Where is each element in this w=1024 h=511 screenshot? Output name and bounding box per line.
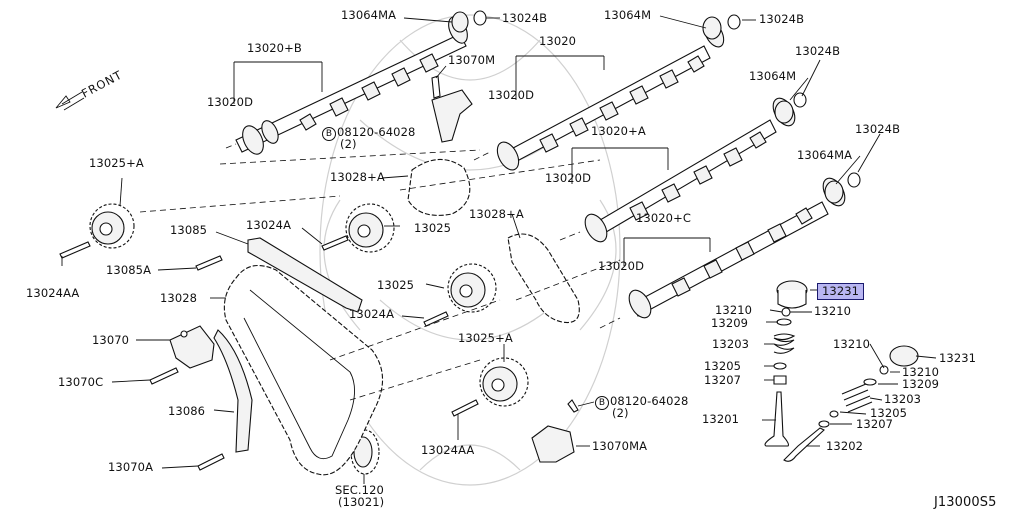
sprocket-13025A-lower — [479, 357, 529, 407]
label-13020: 13020 — [539, 34, 577, 48]
label-13205-a: 13205 — [704, 359, 742, 373]
timing-chain-13028 — [223, 264, 384, 476]
camshaft-brackets — [451, 10, 861, 204]
label-13024AA-2: 13024AA — [421, 443, 475, 457]
tensioner-13070M — [431, 89, 473, 143]
label-13020D-1: 13020D — [207, 95, 254, 109]
label-13201: 13201 — [702, 412, 740, 426]
label-13025-2: 13025 — [377, 278, 415, 292]
label-13024B-top2: 13024B — [759, 12, 805, 26]
watermark-emblem — [319, 14, 621, 486]
diagram-code: J13000S5 — [934, 495, 997, 510]
label-13231-highlighted[interactable]: 13231 — [817, 283, 865, 300]
label-13203-b: 13203 — [884, 392, 922, 406]
label-13210-c: 13210 — [833, 337, 871, 351]
label-13203-a: 13203 — [712, 337, 750, 351]
chain-13028A-upper — [407, 158, 471, 216]
label-13207-b: 13207 — [856, 417, 894, 431]
label-13025A-1: 13025+A — [89, 156, 144, 170]
label-13209-a: 13209 — [711, 316, 749, 330]
label-13070M: 13070M — [448, 53, 496, 67]
label-08120-qty-lower: (2) — [612, 406, 629, 420]
leader-lines — [61, 15, 937, 484]
label-13028A-1: 13028+A — [330, 170, 385, 184]
label-13202: 13202 — [826, 439, 864, 453]
bolt-b-icon: B — [595, 396, 609, 410]
label-13210-d: 13210 — [902, 365, 940, 379]
label-sec120: SEC.120 — [335, 483, 384, 497]
label-13020D-3: 13020D — [545, 171, 592, 185]
label-13024A-1: 13024A — [246, 218, 292, 232]
label-13210-b: 13210 — [814, 304, 852, 318]
label-08120-64028-lower-text: 08120-64028 — [610, 394, 689, 408]
label-13064MA-r: 13064MA — [797, 148, 853, 162]
label-13025A-2: 13025+A — [458, 331, 513, 345]
label-13020D-4: 13020D — [598, 259, 645, 273]
label-13085: 13085 — [170, 223, 208, 237]
label-08120-64028-upper-text: 08120-64028 — [337, 125, 416, 139]
label-13020C: 13020+C — [636, 211, 691, 225]
tensioner-13070MA — [531, 425, 575, 463]
label-13024B-r1: 13024B — [795, 44, 841, 58]
label-13024B-top1: 13024B — [502, 11, 548, 25]
label-13210-a: 13210 — [715, 303, 753, 317]
sprocket-13025A-upper — [89, 203, 135, 249]
chain-guide-13085 — [247, 237, 363, 313]
label-13207-a: 13207 — [704, 373, 742, 387]
label-13205-b: 13205 — [870, 406, 908, 420]
label-13025-1: 13025 — [414, 221, 452, 235]
bolts — [59, 75, 579, 471]
label-13064M-top: 13064M — [604, 8, 652, 22]
label-08120-qty-upper: (2) — [340, 137, 357, 151]
label-13209-b: 13209 — [902, 377, 940, 391]
front-arrow-icon — [55, 91, 85, 111]
label-sec120-ref: (13021) — [338, 495, 385, 509]
label-13028A-2: 13028+A — [469, 207, 524, 221]
label-13070: 13070 — [92, 333, 130, 347]
label-13024B-r2: 13024B — [855, 122, 901, 136]
label-13064MA-top: 13064MA — [341, 8, 397, 22]
bolt-b-icon: B — [322, 127, 336, 141]
label-13086: 13086 — [168, 404, 206, 418]
label-13024A-2: 13024A — [349, 307, 395, 321]
label-13085A: 13085A — [106, 263, 152, 277]
label-13024AA-1: 13024AA — [26, 286, 80, 300]
label-13028: 13028 — [160, 291, 198, 305]
slack-guide-13086 — [213, 329, 253, 453]
label-13020D-2: 13020D — [488, 88, 535, 102]
label-13020A: 13020+A — [591, 124, 646, 138]
chain-13028A-lower — [507, 233, 580, 324]
label-13064M-r: 13064M — [749, 69, 797, 83]
sprocket-13025-upper — [345, 203, 395, 253]
tensioner-13070 — [169, 325, 215, 369]
label-13070A: 13070A — [108, 460, 154, 474]
label-13070MA: 13070MA — [592, 439, 648, 453]
label-13231-b: 13231 — [939, 351, 977, 365]
label-13020B: 13020+B — [247, 41, 302, 55]
camshaft-13020B — [235, 16, 468, 155]
label-13070C: 13070C — [58, 375, 104, 389]
valve-assembly — [764, 280, 919, 462]
alignment-dashes — [139, 143, 621, 401]
label-brackets — [233, 55, 711, 266]
sprocket-13025-lower — [447, 263, 497, 313]
